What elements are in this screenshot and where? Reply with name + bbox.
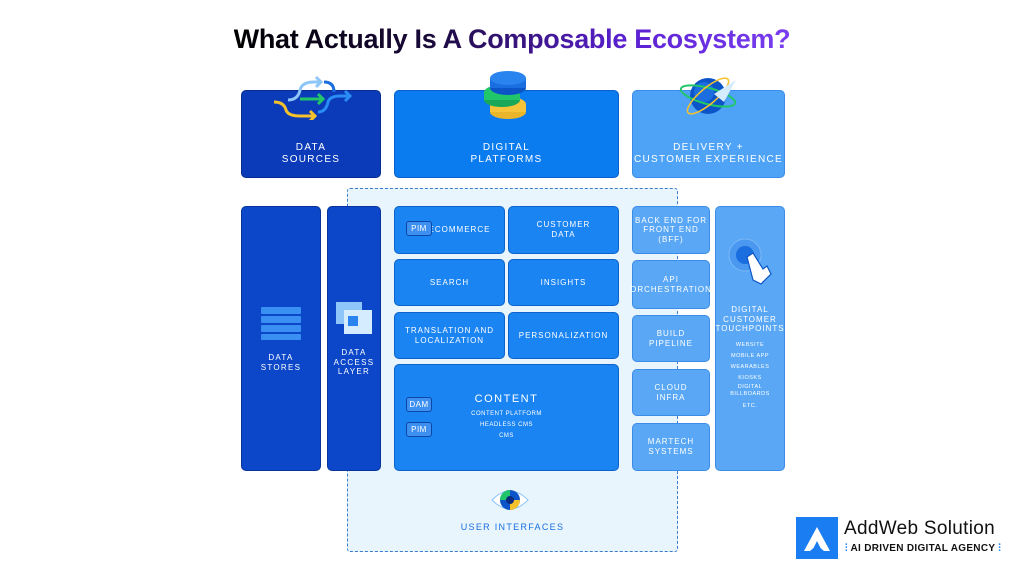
label: INFRA (656, 392, 686, 402)
flow-arrows-icon (273, 75, 353, 120)
server-stack-icon (261, 306, 301, 340)
search-box: SEARCH (394, 259, 505, 306)
label: PIPELINE (648, 338, 693, 348)
label: LAYER (337, 367, 371, 377)
content-box: CONTENT CONTENT PLATFORM HEADLESS CMS CM… (394, 364, 619, 471)
label: INSIGHTS (540, 277, 587, 287)
label: SOURCES (281, 154, 341, 165)
browser-windows-icon (336, 302, 372, 335)
label: CUSTOMER (536, 220, 591, 230)
page-title: What Actually Is A Composable Ecosystem? (233, 24, 791, 54)
touch-hand-icon (728, 238, 772, 285)
label: TRANSLATION AND (404, 325, 495, 335)
label: CLOUD (654, 382, 688, 392)
label: DELIVERY + (673, 142, 744, 153)
label: STORES (260, 362, 302, 372)
globe-paper-plane-icon (679, 77, 737, 115)
label: SYSTEMS (648, 447, 694, 456)
label: API (663, 274, 679, 284)
touchpoint-item: BILLBOARDS (730, 390, 770, 397)
user-interfaces-label: USER INTERFACES (460, 522, 565, 532)
circuit-icon: ⫶ (845, 543, 851, 554)
label: ECOMMERCE (428, 225, 491, 235)
touchpoint-item: WEBSITE (735, 341, 765, 348)
touchpoint-item: MOBILE APP (730, 352, 769, 359)
brand-logo-icon (796, 517, 838, 559)
insights-box: INSIGHTS (508, 259, 619, 306)
label: DATA (551, 230, 576, 239)
stacked-database-icon (484, 71, 526, 119)
label: DIGITAL (482, 142, 531, 153)
tagline-text: AI DRIVEN DIGITAL AGENCY (850, 543, 996, 554)
label: FRONT END (BFF) (643, 225, 699, 244)
label: DATA (341, 348, 367, 358)
pim-tag: PIM (406, 221, 432, 236)
label: BACK END FOR (634, 215, 707, 225)
pim-tag: PIM (406, 422, 432, 437)
label: DATA (268, 352, 294, 362)
touchpoints-box: DIGITAL CUSTOMER TOUCHPOINTS WEBSITE MOB… (715, 206, 785, 471)
label: PLATFORMS (470, 154, 543, 165)
touchpoint-item: DIGITAL (737, 383, 763, 390)
label: DATA (295, 142, 327, 153)
content-item: HEADLESS CMS (479, 422, 533, 429)
touchpoint-item: ETC. (742, 402, 758, 409)
touchpoint-item: WEARABLES (730, 363, 770, 370)
dam-tag: DAM (406, 397, 432, 412)
label: TOUCHPOINTS (715, 324, 785, 334)
touchpoint-item: KIOSKS (738, 374, 762, 381)
personalization-box: PERSONALIZATION (508, 312, 619, 359)
label: LOCALIZATION (414, 335, 485, 345)
label: MARTECH (647, 437, 695, 447)
label: CUSTOMER (723, 314, 777, 324)
label: ACCESS (333, 357, 375, 367)
brand-name: AddWeb Solution (844, 518, 995, 539)
label: ORCHESTRATION (630, 284, 712, 294)
brand-tagline: ⫶ AI DRIVEN DIGITAL AGENCY ⫶ (845, 543, 1001, 554)
label: SEARCH (429, 277, 470, 287)
content-title: CONTENT (474, 392, 539, 405)
label: DIGITAL (731, 305, 769, 314)
label: PERSONALIZATION (518, 330, 609, 340)
content-item: CMS (499, 433, 514, 440)
label: CUSTOMER EXPERIENCE (634, 154, 783, 165)
label: BUILD (656, 328, 686, 338)
eye-icon (491, 490, 529, 510)
circuit-icon: ⫶ (995, 543, 1002, 554)
content-item: CONTENT PLATFORM (471, 411, 542, 418)
